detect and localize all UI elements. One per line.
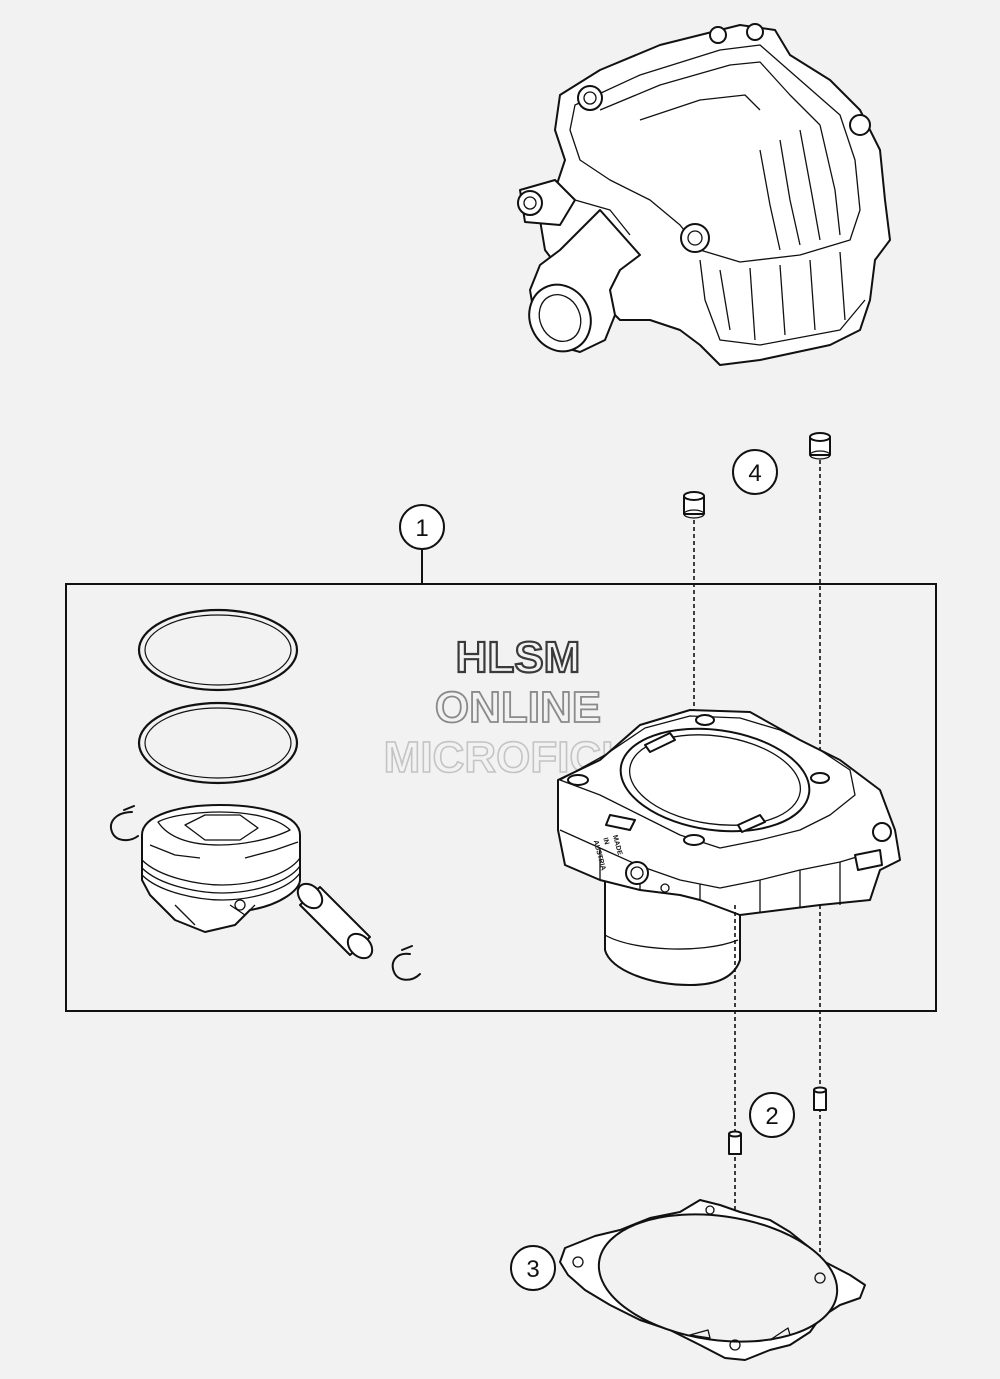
callout-label: 1 bbox=[415, 515, 428, 542]
watermark-line-2: ONLINE bbox=[435, 683, 601, 732]
callout-label: 4 bbox=[748, 460, 761, 487]
callout-circle bbox=[510, 1245, 556, 1291]
callout-1[interactable]: 1 bbox=[399, 504, 445, 550]
watermark: HLSM ONLINE MICROFICHE bbox=[383, 632, 663, 783]
plug-left bbox=[683, 491, 705, 519]
piston-ring-top bbox=[137, 608, 299, 692]
callout-circle bbox=[749, 1092, 795, 1138]
cylinder-base-gasket bbox=[559, 1199, 866, 1361]
callout-4[interactable]: 4 bbox=[732, 449, 778, 495]
cylinder-head-drawing bbox=[517, 23, 891, 366]
circlip-right bbox=[391, 945, 421, 981]
callout-label: 3 bbox=[526, 1256, 539, 1283]
cylinder: MADE IN AUSTRIA bbox=[557, 709, 901, 986]
callout-2[interactable]: 2 bbox=[749, 1092, 795, 1138]
plug-right bbox=[809, 432, 831, 460]
piston-ring-bottom bbox=[137, 701, 299, 785]
piston-pin bbox=[296, 882, 374, 960]
callout-3[interactable]: 3 bbox=[510, 1245, 556, 1291]
dowel-pin-right bbox=[813, 1086, 827, 1111]
dowel-pin-left bbox=[728, 1130, 742, 1155]
cylinder-kit-box bbox=[65, 583, 937, 1012]
callout-circle bbox=[732, 449, 778, 495]
watermark-line-1: HLSM bbox=[456, 633, 581, 682]
stamp-line-2: IN bbox=[601, 837, 610, 846]
callout-label: 2 bbox=[765, 1103, 778, 1130]
circlip-left bbox=[110, 805, 139, 842]
piston bbox=[141, 804, 301, 933]
